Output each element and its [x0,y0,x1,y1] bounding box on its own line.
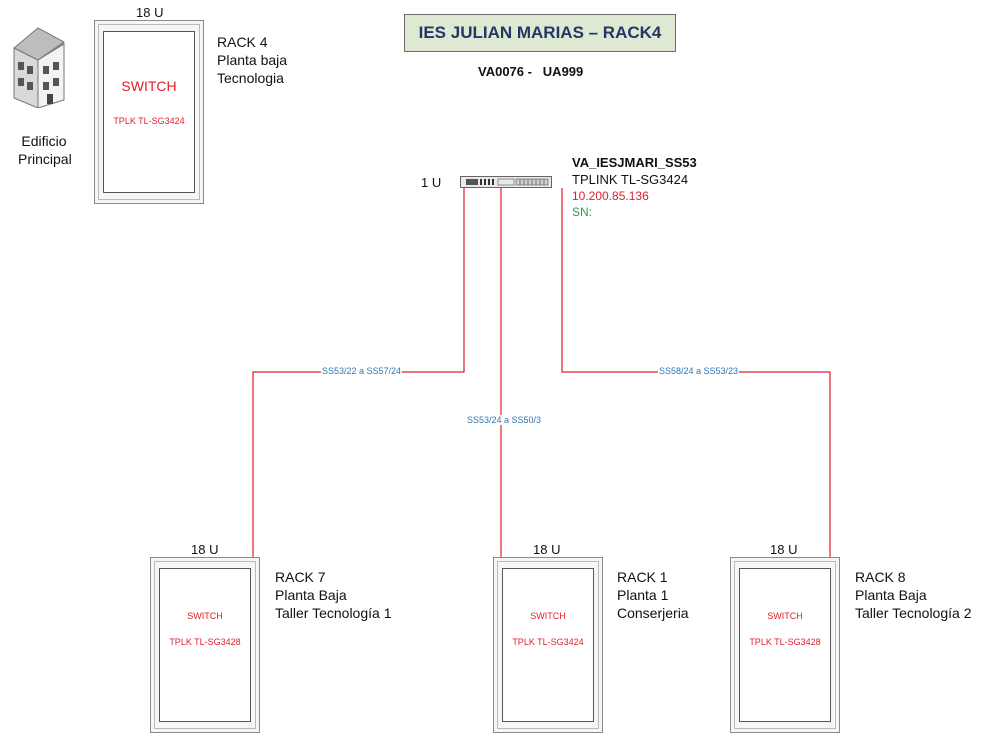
building [8,22,68,109]
rack8-switch-model: TPLK TL-SG3428 [749,637,821,647]
rack7: SWITCH TPLK TL-SG3428 [150,557,260,733]
rack7-units: 18 U [191,542,219,557]
rack1: SWITCH TPLK TL-SG3424 [493,557,603,733]
rack8-name: RACK 8 [855,569,906,585]
rack8-switch-label: SWITCH [767,611,803,621]
rack7-name: RACK 7 [275,569,326,585]
rack4-info: RACK 4 Planta baja Tecnologia [217,33,287,87]
main-switch-name: VA_IESJMARI_SS53 [572,155,697,170]
rack1-location: Conserjeria [617,605,689,621]
rack1-info: RACK 1 Planta 1 Conserjeria [617,568,689,622]
rack7-floor: Planta Baja [275,587,347,603]
rack4-units: 18 U [136,5,164,20]
rack4-switch-label: SWITCH [121,78,177,94]
rack7-location: Taller Tecnología 1 [275,605,392,621]
rack4-floor: Planta baja [217,52,288,68]
rack1-inner: SWITCH TPLK TL-SG3424 [502,568,594,722]
rack7-switch-model: TPLK TL-SG3428 [169,637,241,647]
rack8-floor: Planta Baja [855,587,927,603]
rack4-switch-model: TPLK TL-SG3424 [113,116,185,126]
rack7-inner: SWITCH TPLK TL-SG3428 [159,568,251,722]
rack8-location: Taller Tecnología 2 [855,605,972,621]
building-icon [13,27,65,109]
main-switch-model: TPLINK TL-SG3424 [572,172,689,187]
building-label-line1: Edificio [21,133,67,149]
rack7-switch-label: SWITCH [187,611,223,621]
link-label-right: SS58/24 a SS53/23 [658,366,740,376]
rack4-inner: SWITCH TPLK TL-SG3424 [103,31,195,193]
rack4-location: Tecnologia [217,70,284,86]
rack1-floor: Planta 1 [617,587,669,603]
main-switch-ip: 10.200.85.136 [572,189,649,203]
link-label-center: SS53/24 a SS50/3 [466,415,543,425]
main-switch [460,176,552,188]
link-label-left: SS53/22 a SS57/24 [321,366,403,376]
main-switch-units: 1 U [421,175,442,190]
rack1-units: 18 U [533,542,561,557]
rack8-units: 18 U [770,542,798,557]
main-switch-sn: SN: [572,205,593,219]
diagram-title: IES JULIAN MARIAS – RACK4 [404,14,676,52]
rack1-name: RACK 1 [617,569,668,585]
rack8-info: RACK 8 Planta Baja Taller Tecnología 2 [855,568,971,622]
rack7-info: RACK 7 Planta Baja Taller Tecnología 1 [275,568,391,622]
diagram-subtitle: VA0076 - UA999 [478,64,584,79]
rack8-inner: SWITCH TPLK TL-SG3428 [739,568,831,722]
building-label-line2: Principal [18,151,72,167]
switch-ports-icon [466,178,549,186]
rack8: SWITCH TPLK TL-SG3428 [730,557,840,733]
building-label: Edificio Principal [18,132,72,168]
rack1-switch-label: SWITCH [530,611,566,621]
rack4-name: RACK 4 [217,34,268,50]
rack4: SWITCH TPLK TL-SG3424 [94,20,204,204]
rack1-switch-model: TPLK TL-SG3424 [512,637,584,647]
